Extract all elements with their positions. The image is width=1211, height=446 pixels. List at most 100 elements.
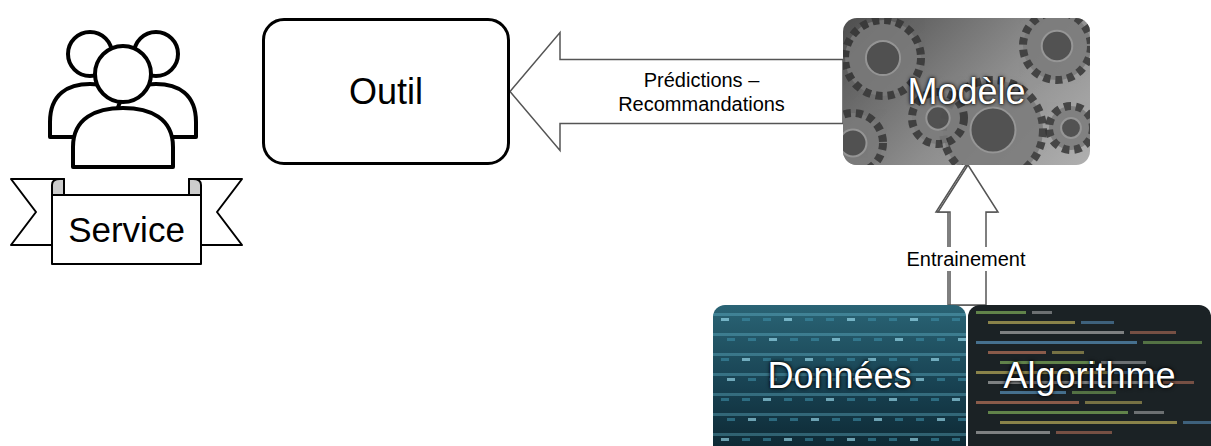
arrow-label: Entrainement bbox=[904, 247, 1029, 271]
rack-light bbox=[784, 438, 792, 441]
gear-hub bbox=[1042, 31, 1073, 62]
rack-light bbox=[847, 438, 855, 441]
person-head bbox=[95, 46, 151, 102]
rack-light bbox=[727, 418, 735, 421]
rack-light bbox=[811, 418, 819, 421]
rack-light bbox=[937, 378, 945, 381]
gear bbox=[843, 113, 883, 165]
code-line bbox=[976, 341, 1137, 344]
person-body bbox=[73, 108, 173, 167]
rack-light bbox=[811, 338, 819, 341]
rack-light bbox=[784, 318, 792, 321]
ribbon-fold bbox=[52, 179, 64, 195]
code-line bbox=[1081, 321, 1114, 324]
code-line bbox=[1143, 341, 1202, 344]
rack-light bbox=[916, 378, 924, 381]
rack-line bbox=[713, 333, 966, 336]
rack-light bbox=[721, 358, 729, 361]
rack-light bbox=[952, 318, 960, 321]
rack-light bbox=[931, 438, 939, 441]
code-line bbox=[1134, 411, 1164, 414]
rack-light bbox=[763, 438, 771, 441]
rack-light bbox=[895, 338, 903, 341]
rack-light bbox=[742, 438, 750, 441]
rack-light bbox=[847, 318, 855, 321]
rack-light bbox=[931, 318, 939, 321]
rack-light bbox=[916, 418, 924, 421]
rack-light bbox=[889, 398, 897, 401]
tool-box: Outil bbox=[262, 18, 510, 165]
rack-light bbox=[721, 398, 729, 401]
rack-light bbox=[784, 398, 792, 401]
rack-light bbox=[931, 358, 939, 361]
text-holder: Algorithme bbox=[968, 305, 1211, 446]
people-icon bbox=[0, 0, 240, 180]
rack-light bbox=[790, 418, 798, 421]
data-box: Données bbox=[713, 305, 966, 446]
gear-hub bbox=[1061, 118, 1081, 138]
ribbon-front bbox=[52, 195, 201, 264]
rack-light bbox=[952, 438, 960, 441]
code-line bbox=[976, 311, 1026, 314]
rack-light bbox=[721, 438, 729, 441]
code-line bbox=[1000, 331, 1124, 334]
rack-light bbox=[769, 418, 777, 421]
rack-light bbox=[910, 318, 918, 321]
rack-light bbox=[748, 338, 756, 341]
rack-light bbox=[889, 438, 897, 441]
rack-light bbox=[832, 338, 840, 341]
code-line bbox=[1130, 331, 1176, 334]
rack-light bbox=[889, 318, 897, 321]
rack-light bbox=[742, 318, 750, 321]
code-line bbox=[988, 351, 1046, 354]
code-line bbox=[988, 321, 1075, 324]
rack-light bbox=[832, 418, 840, 421]
rack-light bbox=[952, 398, 960, 401]
rack-light bbox=[853, 418, 861, 421]
code-line bbox=[1032, 311, 1052, 314]
node-label: Algorithme bbox=[1003, 355, 1175, 396]
node-label: Outil bbox=[349, 71, 423, 112]
rack-light bbox=[805, 318, 813, 321]
arrow-label: Prédictions – Recommandations bbox=[599, 68, 805, 116]
rack-light bbox=[727, 378, 735, 381]
rack-light bbox=[868, 398, 876, 401]
rack-light bbox=[916, 338, 924, 341]
text-holder: Données bbox=[713, 305, 966, 446]
gear bbox=[1023, 18, 1090, 80]
code-line bbox=[1056, 431, 1112, 434]
rack-light bbox=[895, 418, 903, 421]
rack-light bbox=[931, 398, 939, 401]
code-line bbox=[1183, 421, 1211, 424]
code-line bbox=[976, 431, 1050, 434]
rack-light bbox=[769, 338, 777, 341]
rack-light bbox=[937, 418, 945, 421]
rack-light bbox=[853, 338, 861, 341]
block-arrow bbox=[510, 33, 843, 151]
rack-light bbox=[727, 338, 735, 341]
rack-light bbox=[868, 438, 876, 441]
rack-light bbox=[958, 378, 966, 381]
rack-light bbox=[910, 438, 918, 441]
node-label: Données bbox=[767, 355, 911, 396]
rack-light bbox=[826, 438, 834, 441]
rack-light bbox=[826, 398, 834, 401]
rack-line bbox=[713, 433, 966, 436]
algorithm-box: Algorithme bbox=[968, 305, 1211, 446]
rack-light bbox=[910, 398, 918, 401]
rack-line bbox=[713, 413, 966, 416]
rack-light bbox=[763, 318, 771, 321]
rack-light bbox=[790, 338, 798, 341]
node-label: Modèle bbox=[907, 71, 1025, 112]
rack-light bbox=[874, 418, 882, 421]
rack-light bbox=[748, 418, 756, 421]
rack-light bbox=[826, 318, 834, 321]
rack-line bbox=[713, 313, 966, 316]
rack-light bbox=[763, 398, 771, 401]
code-line bbox=[976, 401, 1079, 404]
rack-light bbox=[847, 398, 855, 401]
text-holder: Outil bbox=[265, 21, 507, 162]
rack-light bbox=[742, 358, 750, 361]
